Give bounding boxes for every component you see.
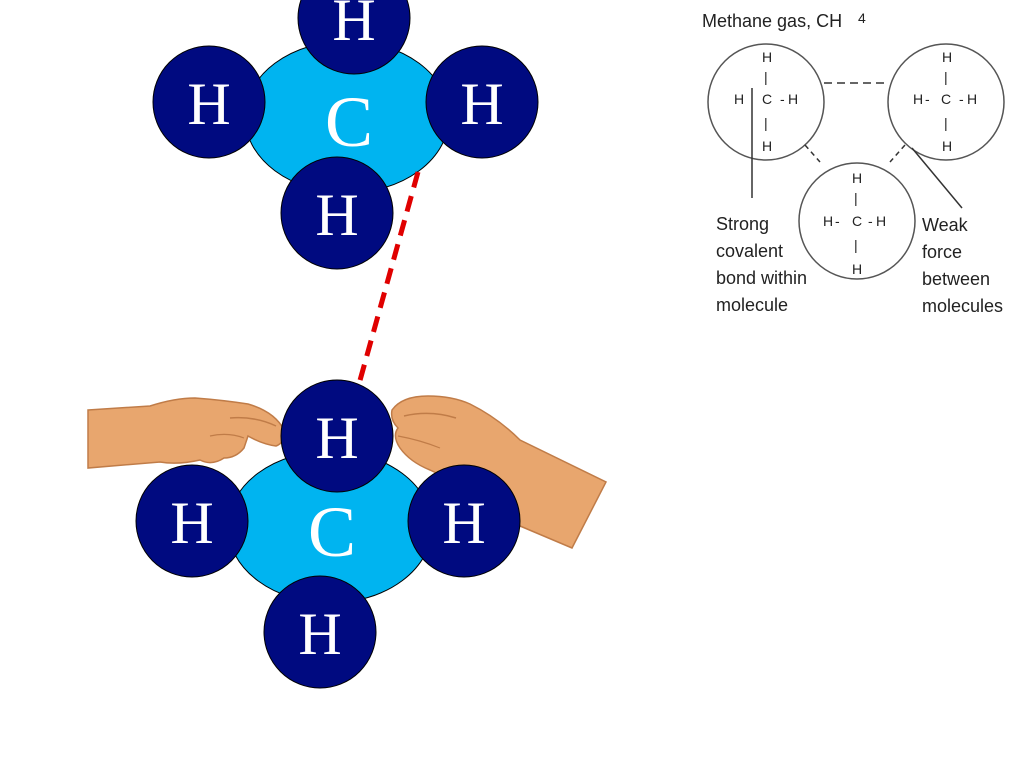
formula-bottom-dash-left: - (835, 213, 840, 229)
bottom-h-left-atom (135, 464, 249, 578)
strong-caption-line-1: Strong (716, 214, 769, 234)
bottom-h-right-label: H (442, 490, 485, 556)
weak-force-pointer (911, 147, 963, 209)
diagram-dashed-link-left (804, 144, 821, 163)
molecule-circle-right (887, 43, 1005, 161)
weak-caption-line-1: Weak (922, 215, 969, 235)
formula-bottom-h-right: H (876, 213, 886, 229)
top-methane-molecule: C H H H H (152, 0, 539, 270)
left-hand-image (87, 397, 286, 469)
formula-bottom-c: C (852, 213, 862, 229)
bottom-h-top-label: H (315, 405, 358, 471)
formula-bottom-h-left: H (823, 213, 833, 229)
methane-schematic-diagram: Methane gas, CH 4 H | H C - H | H H | H (702, 10, 1005, 316)
molecule-circle-left (707, 43, 825, 161)
top-h-left-label: H (187, 71, 230, 137)
diagram-dashed-link-right (889, 144, 906, 163)
formula-right-bar-bottom: | (944, 115, 948, 131)
weak-caption-line-3: between (922, 269, 990, 289)
top-h-right-label: H (460, 71, 503, 137)
formula-right-c: C (941, 91, 951, 107)
top-h-bottom-atom (280, 156, 394, 270)
formula-right-h-bottom: H (942, 138, 952, 154)
formula-left-bar-bottom: | (764, 115, 768, 131)
bottom-h-left-label: H (170, 490, 213, 556)
strong-caption-line-2: covalent (716, 241, 783, 261)
strong-caption-line-3: bond within (716, 268, 807, 288)
top-h-bottom-label: H (315, 182, 358, 248)
formula-left-h-top: H (762, 49, 772, 65)
weak-force-caption: Weak force between molecules (922, 215, 1003, 316)
formula-left-dash-right: - (780, 91, 785, 107)
bottom-h-right-atom (407, 464, 521, 578)
diagram-title-subscript: 4 (858, 10, 866, 26)
strong-bond-caption: Strong covalent bond within molecule (716, 214, 807, 315)
molecule-circle-bottom (798, 162, 916, 280)
bottom-carbon-label: C (308, 492, 356, 572)
formula-bottom-bar-bottom: | (854, 237, 858, 253)
formula-right-dash-right: - (959, 91, 964, 107)
formula-left: H | H C - H | H (734, 49, 798, 154)
formula-bottom-dash-right: - (868, 213, 873, 229)
weak-caption-line-4: molecules (922, 296, 1003, 316)
formula-bottom-bar-top: | (854, 190, 858, 206)
bottom-h-bottom-label: H (298, 601, 341, 667)
formula-bottom-h-top: H (852, 170, 862, 186)
top-h-top-label: H (332, 0, 375, 53)
formula-left-h-bottom: H (762, 138, 772, 154)
bottom-methane-molecule: C H H H H (135, 379, 521, 689)
top-h-left-atom (152, 45, 266, 159)
formula-right-bar-top: | (944, 69, 948, 85)
formula-left-c: C (762, 91, 772, 107)
diagram-title: Methane gas, CH (702, 11, 842, 31)
formula-right-dash-left: - (925, 91, 930, 107)
formula-left-bar-top: | (764, 69, 768, 85)
bottom-h-bottom-atom (263, 575, 377, 689)
bottom-h-top-atom (280, 379, 394, 493)
top-carbon-label: C (325, 82, 373, 162)
intermolecular-force-line (356, 171, 421, 385)
formula-right: H | H - C - H | H (913, 49, 977, 154)
formula-right-h-left: H (913, 91, 923, 107)
top-h-top-atom (297, 0, 411, 75)
formula-bottom-h-bottom: H (852, 261, 862, 277)
weak-caption-line-2: force (922, 242, 962, 262)
formula-right-h-top: H (942, 49, 952, 65)
formula-left-h-right: H (788, 91, 798, 107)
formula-bottom: H | H - C - H | H (823, 170, 886, 277)
top-h-right-atom (425, 45, 539, 159)
strong-caption-line-4: molecule (716, 295, 788, 315)
formula-right-h-right: H (967, 91, 977, 107)
formula-left-h-left: H (734, 91, 744, 107)
